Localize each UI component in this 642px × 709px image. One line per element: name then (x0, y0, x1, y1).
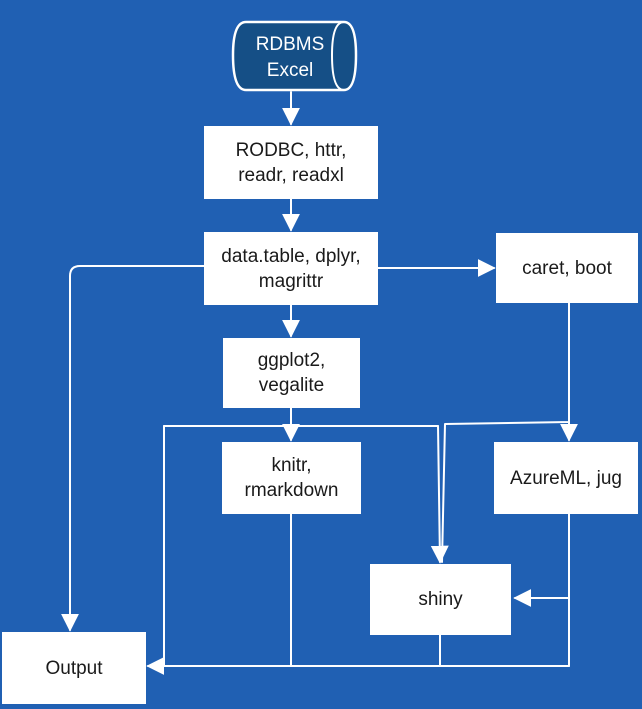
source-label: RDBMS Excel (235, 28, 345, 88)
arrow-ggplot-to-shiny (430, 425, 449, 564)
node-rodbc-line-2: readr, readxl (238, 164, 344, 186)
node-rodbc[interactable]: RODBC, httr, readr, readxl (204, 126, 378, 199)
database-cylinder (231, 20, 358, 92)
node-ggplot-line-1: ggplot2, (257, 350, 326, 371)
node-knitr-line-1: knitr, (271, 455, 312, 476)
arrow-datatable-to-output (61, 265, 205, 632)
source-line-2: Excel (266, 60, 314, 81)
arrow-azureml-to-shiny (513, 513, 570, 607)
node-azureml[interactable]: AzureML, jug (494, 442, 638, 514)
node-output-line-1: Output (45, 657, 103, 679)
source-line-1: RDBMS (255, 34, 325, 55)
node-datatable[interactable]: data.table, dplyr, magrittr (204, 232, 378, 305)
node-azureml-line-1: AzureML, jug (510, 467, 622, 489)
node-ggplot[interactable]: ggplot2, vegalite (223, 338, 360, 408)
node-output[interactable]: Output (2, 632, 146, 704)
node-caret[interactable]: caret, boot (496, 233, 638, 303)
arrow-caret-to-azureml (441, 302, 570, 563)
node-datatable-line-1: data.table, dplyr, (221, 245, 361, 267)
node-caret-line-1: caret, boot (522, 257, 612, 279)
node-datatable-line-2: magrittr (258, 270, 324, 292)
node-shiny[interactable]: shiny (370, 564, 511, 635)
node-knitr-line-2: rmarkdown (244, 480, 339, 501)
node-knitr[interactable]: knitr, rmarkdown (222, 442, 361, 514)
node-shiny-line-1: shiny (418, 589, 463, 610)
node-rodbc-line-1: RODBC, httr, (235, 139, 347, 161)
node-ggplot-line-2: vegalite (258, 375, 325, 396)
